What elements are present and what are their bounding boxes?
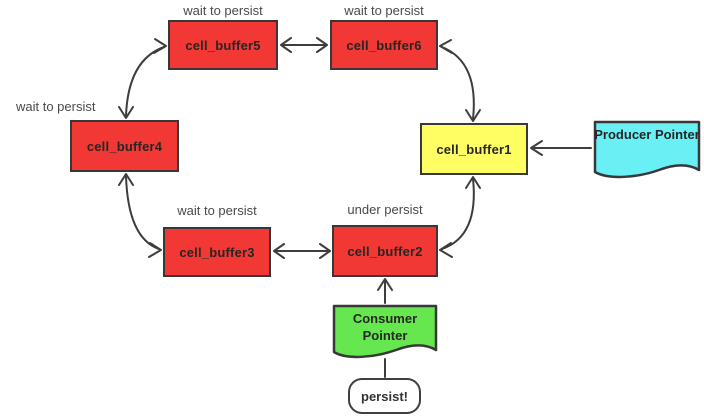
arrow-buffer6-buffer1 <box>439 39 481 122</box>
arrow-buffer5-buffer4 <box>118 38 167 119</box>
producer-pointer-node: Producer Pointer <box>593 120 701 182</box>
cell-buffer2-node: cell_buffer2 <box>332 225 438 277</box>
caption-wait-to-persist-buffer5: wait to persist <box>183 3 263 18</box>
arrow-consumer-buffer2 <box>377 278 393 304</box>
document-shape-icon <box>332 304 438 359</box>
consumer-pointer-label: Consumer Pointer <box>352 311 418 343</box>
caption-wait-to-persist-buffer3: wait to persist <box>177 203 257 218</box>
arrow-producer-buffer1 <box>530 140 592 156</box>
cell-buffer1-node: cell_buffer1 <box>420 123 528 175</box>
caption-wait-to-persist-buffer6: wait to persist <box>344 3 424 18</box>
cell-buffer4-node: cell_buffer4 <box>70 120 179 172</box>
caption-wait-to-persist-buffer4: wait to persist <box>16 99 96 114</box>
arrow-buffer5-buffer6 <box>280 37 328 53</box>
document-shape-icon <box>593 120 701 179</box>
cell-buffer5-node: cell_buffer5 <box>168 20 278 70</box>
arrow-buffer1-buffer2 <box>439 176 481 258</box>
cell-buffer3-node: cell_buffer3 <box>163 227 271 277</box>
cell-buffer6-node: cell_buffer6 <box>330 20 438 70</box>
persist-node: persist! <box>348 378 421 414</box>
arrow-buffer4-buffer3 <box>118 173 162 258</box>
producer-pointer-label: Producer Pointer <box>594 127 700 142</box>
caption-under-persist-buffer2: under persist <box>347 202 423 217</box>
consumer-pointer-node: Consumer Pointer <box>332 304 438 362</box>
arrow-buffer3-buffer2 <box>273 243 331 259</box>
